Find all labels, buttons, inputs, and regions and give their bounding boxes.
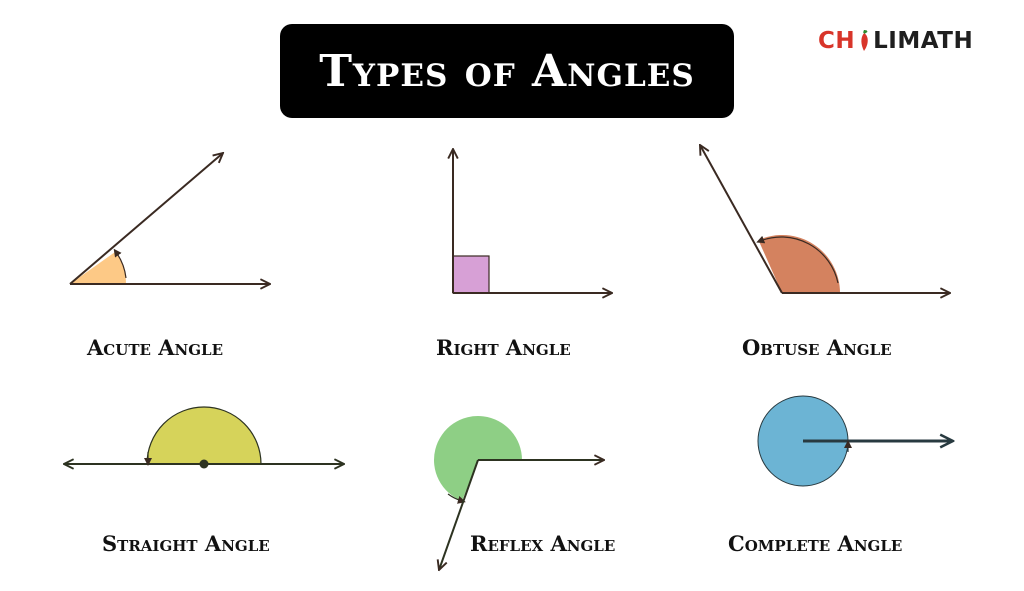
straight-vertex-dot xyxy=(199,459,209,469)
obtuse-angle-figure xyxy=(700,145,950,293)
reflex-angle-arc xyxy=(434,416,522,501)
logo-text-part1: CH xyxy=(818,28,856,54)
right-angle-figure xyxy=(453,149,612,293)
reflex-angle-figure xyxy=(434,416,604,570)
acute-angle-figure xyxy=(69,153,270,285)
chili-pepper-icon xyxy=(856,29,872,52)
label-acute-angle: Acute Angle xyxy=(87,335,224,360)
brand-logo: CH LIMATH xyxy=(818,28,973,54)
label-right-angle: Right Angle xyxy=(436,335,571,360)
acute-arm-slanted xyxy=(69,153,223,285)
logo-text-part2: LIMATH xyxy=(873,28,974,54)
page-title: Types of Angles xyxy=(319,45,695,97)
label-straight-angle: Straight Angle xyxy=(102,531,270,556)
straight-angle-arc xyxy=(146,406,262,465)
obtuse-arm-slanted xyxy=(700,145,783,294)
acute-angle-arc xyxy=(70,251,126,284)
reflex-arm-slanted xyxy=(439,459,479,570)
obtuse-angle-arc xyxy=(758,234,840,293)
straight-angle-figure xyxy=(64,406,344,469)
label-complete-angle: Complete Angle xyxy=(728,531,903,556)
label-obtuse-angle: Obtuse Angle xyxy=(742,335,892,360)
right-angle-square xyxy=(452,255,490,294)
complete-angle-figure xyxy=(757,395,953,487)
title-banner: Types of Angles xyxy=(280,24,734,118)
label-reflex-angle: Reflex Angle xyxy=(470,531,616,556)
